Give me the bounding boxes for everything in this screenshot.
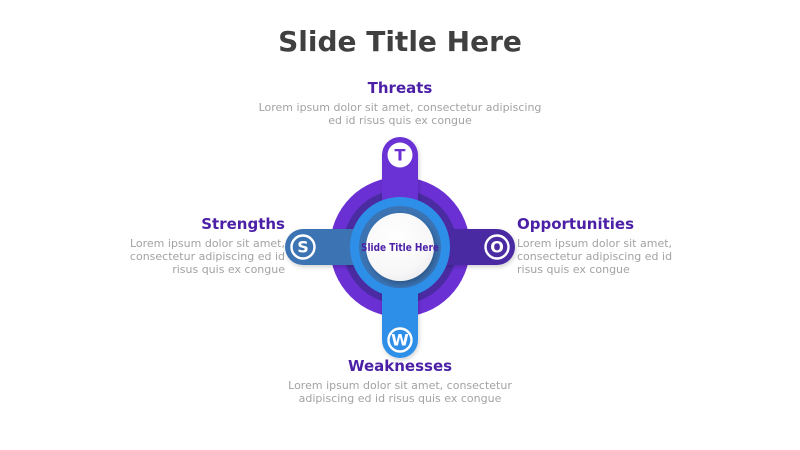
- strengths-heading: Strengths: [201, 215, 285, 233]
- swot-diagram: T S O W Slide Title Here: [285, 137, 515, 358]
- t-badge-circle: [387, 142, 413, 168]
- strengths-section: Strengths Lorem ipsum dolor sit amet, co…: [115, 215, 285, 276]
- weaknesses-body: Lorem ipsum dolor sit amet, consectetur …: [288, 379, 512, 405]
- strengths-body: Lorem ipsum dolor sit amet, consectetur …: [129, 237, 285, 276]
- threats-badge: T: [387, 142, 413, 168]
- w-badge-letter: W: [391, 331, 409, 350]
- slide-title: Slide Title Here: [278, 25, 522, 58]
- s-badge-circle: [290, 234, 316, 260]
- opportunities-section: Opportunities Lorem ipsum dolor sit amet…: [517, 215, 689, 276]
- s-badge-letter: S: [297, 238, 309, 257]
- weaknesses-heading: Weaknesses: [347, 357, 453, 375]
- opportunities-body: Lorem ipsum dolor sit amet, consectetur …: [517, 237, 673, 276]
- threats-section: Threats Lorem ipsum dolor sit amet, cons…: [250, 79, 550, 127]
- threats-body: Lorem ipsum dolor sit amet, consectetur …: [258, 101, 542, 127]
- t-badge-letter: T: [395, 146, 406, 165]
- opportunities-heading: Opportunities: [517, 215, 635, 233]
- o-badge-circle: [484, 234, 510, 260]
- o-badge-letter: O: [490, 238, 504, 257]
- strengths-badge: S: [290, 234, 316, 260]
- threats-heading: Threats: [367, 79, 433, 97]
- center-label: Slide Title Here: [361, 241, 439, 254]
- center-circle: [366, 213, 434, 281]
- weaknesses-badge: W: [387, 327, 413, 353]
- w-badge-circle: [387, 327, 413, 353]
- opportunities-badge: O: [484, 234, 510, 260]
- weaknesses-section: Weaknesses Lorem ipsum dolor sit amet, c…: [264, 357, 536, 405]
